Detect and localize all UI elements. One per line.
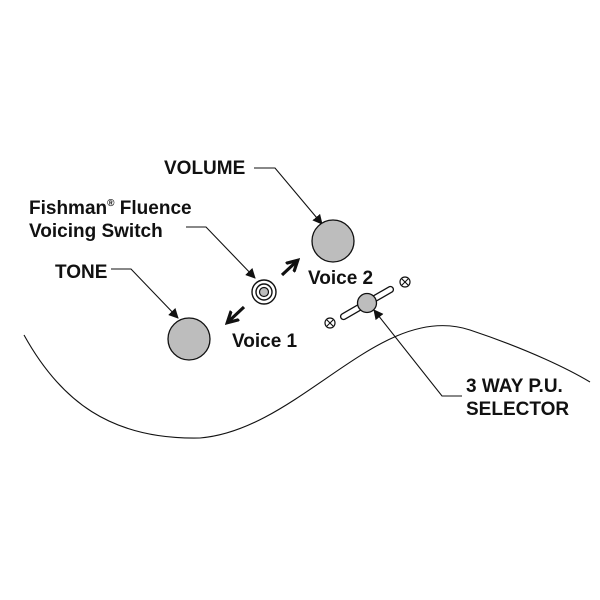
volume-label: VOLUME bbox=[164, 158, 245, 179]
fishman-fluence: Fluence bbox=[115, 198, 192, 219]
volume-knob[interactable] bbox=[311, 219, 355, 263]
fishman-brand: Fishman bbox=[29, 198, 107, 219]
fishman-leader bbox=[186, 226, 256, 279]
volume-leader bbox=[254, 167, 323, 225]
tone-leader bbox=[111, 268, 179, 319]
selector-tip[interactable] bbox=[356, 292, 378, 314]
voice2-label: Voice 2 bbox=[308, 268, 373, 289]
voice2-arrow-icon bbox=[280, 261, 297, 277]
fishman-label-line2: Voicing Switch bbox=[29, 221, 163, 242]
selector-label-line2: SELECTOR bbox=[466, 399, 569, 420]
selector-label-line1: 3 WAY P.U. bbox=[466, 376, 563, 397]
tone-knob[interactable] bbox=[167, 317, 211, 361]
screw-top-right-icon bbox=[399, 276, 411, 288]
guitar-body-outline bbox=[23, 324, 591, 439]
voice1-label: Voice 1 bbox=[232, 331, 298, 352]
pickup-selector[interactable] bbox=[339, 285, 395, 321]
registered-mark: ® bbox=[107, 198, 115, 209]
voicing-switch[interactable] bbox=[251, 279, 277, 305]
tone-label: TONE bbox=[55, 262, 107, 283]
voice1-arrow-icon bbox=[228, 305, 246, 322]
screw-bottom-left-icon bbox=[324, 317, 336, 329]
selector-leader bbox=[373, 309, 462, 397]
fishman-label-line1: Fishman® Fluence bbox=[29, 198, 192, 219]
